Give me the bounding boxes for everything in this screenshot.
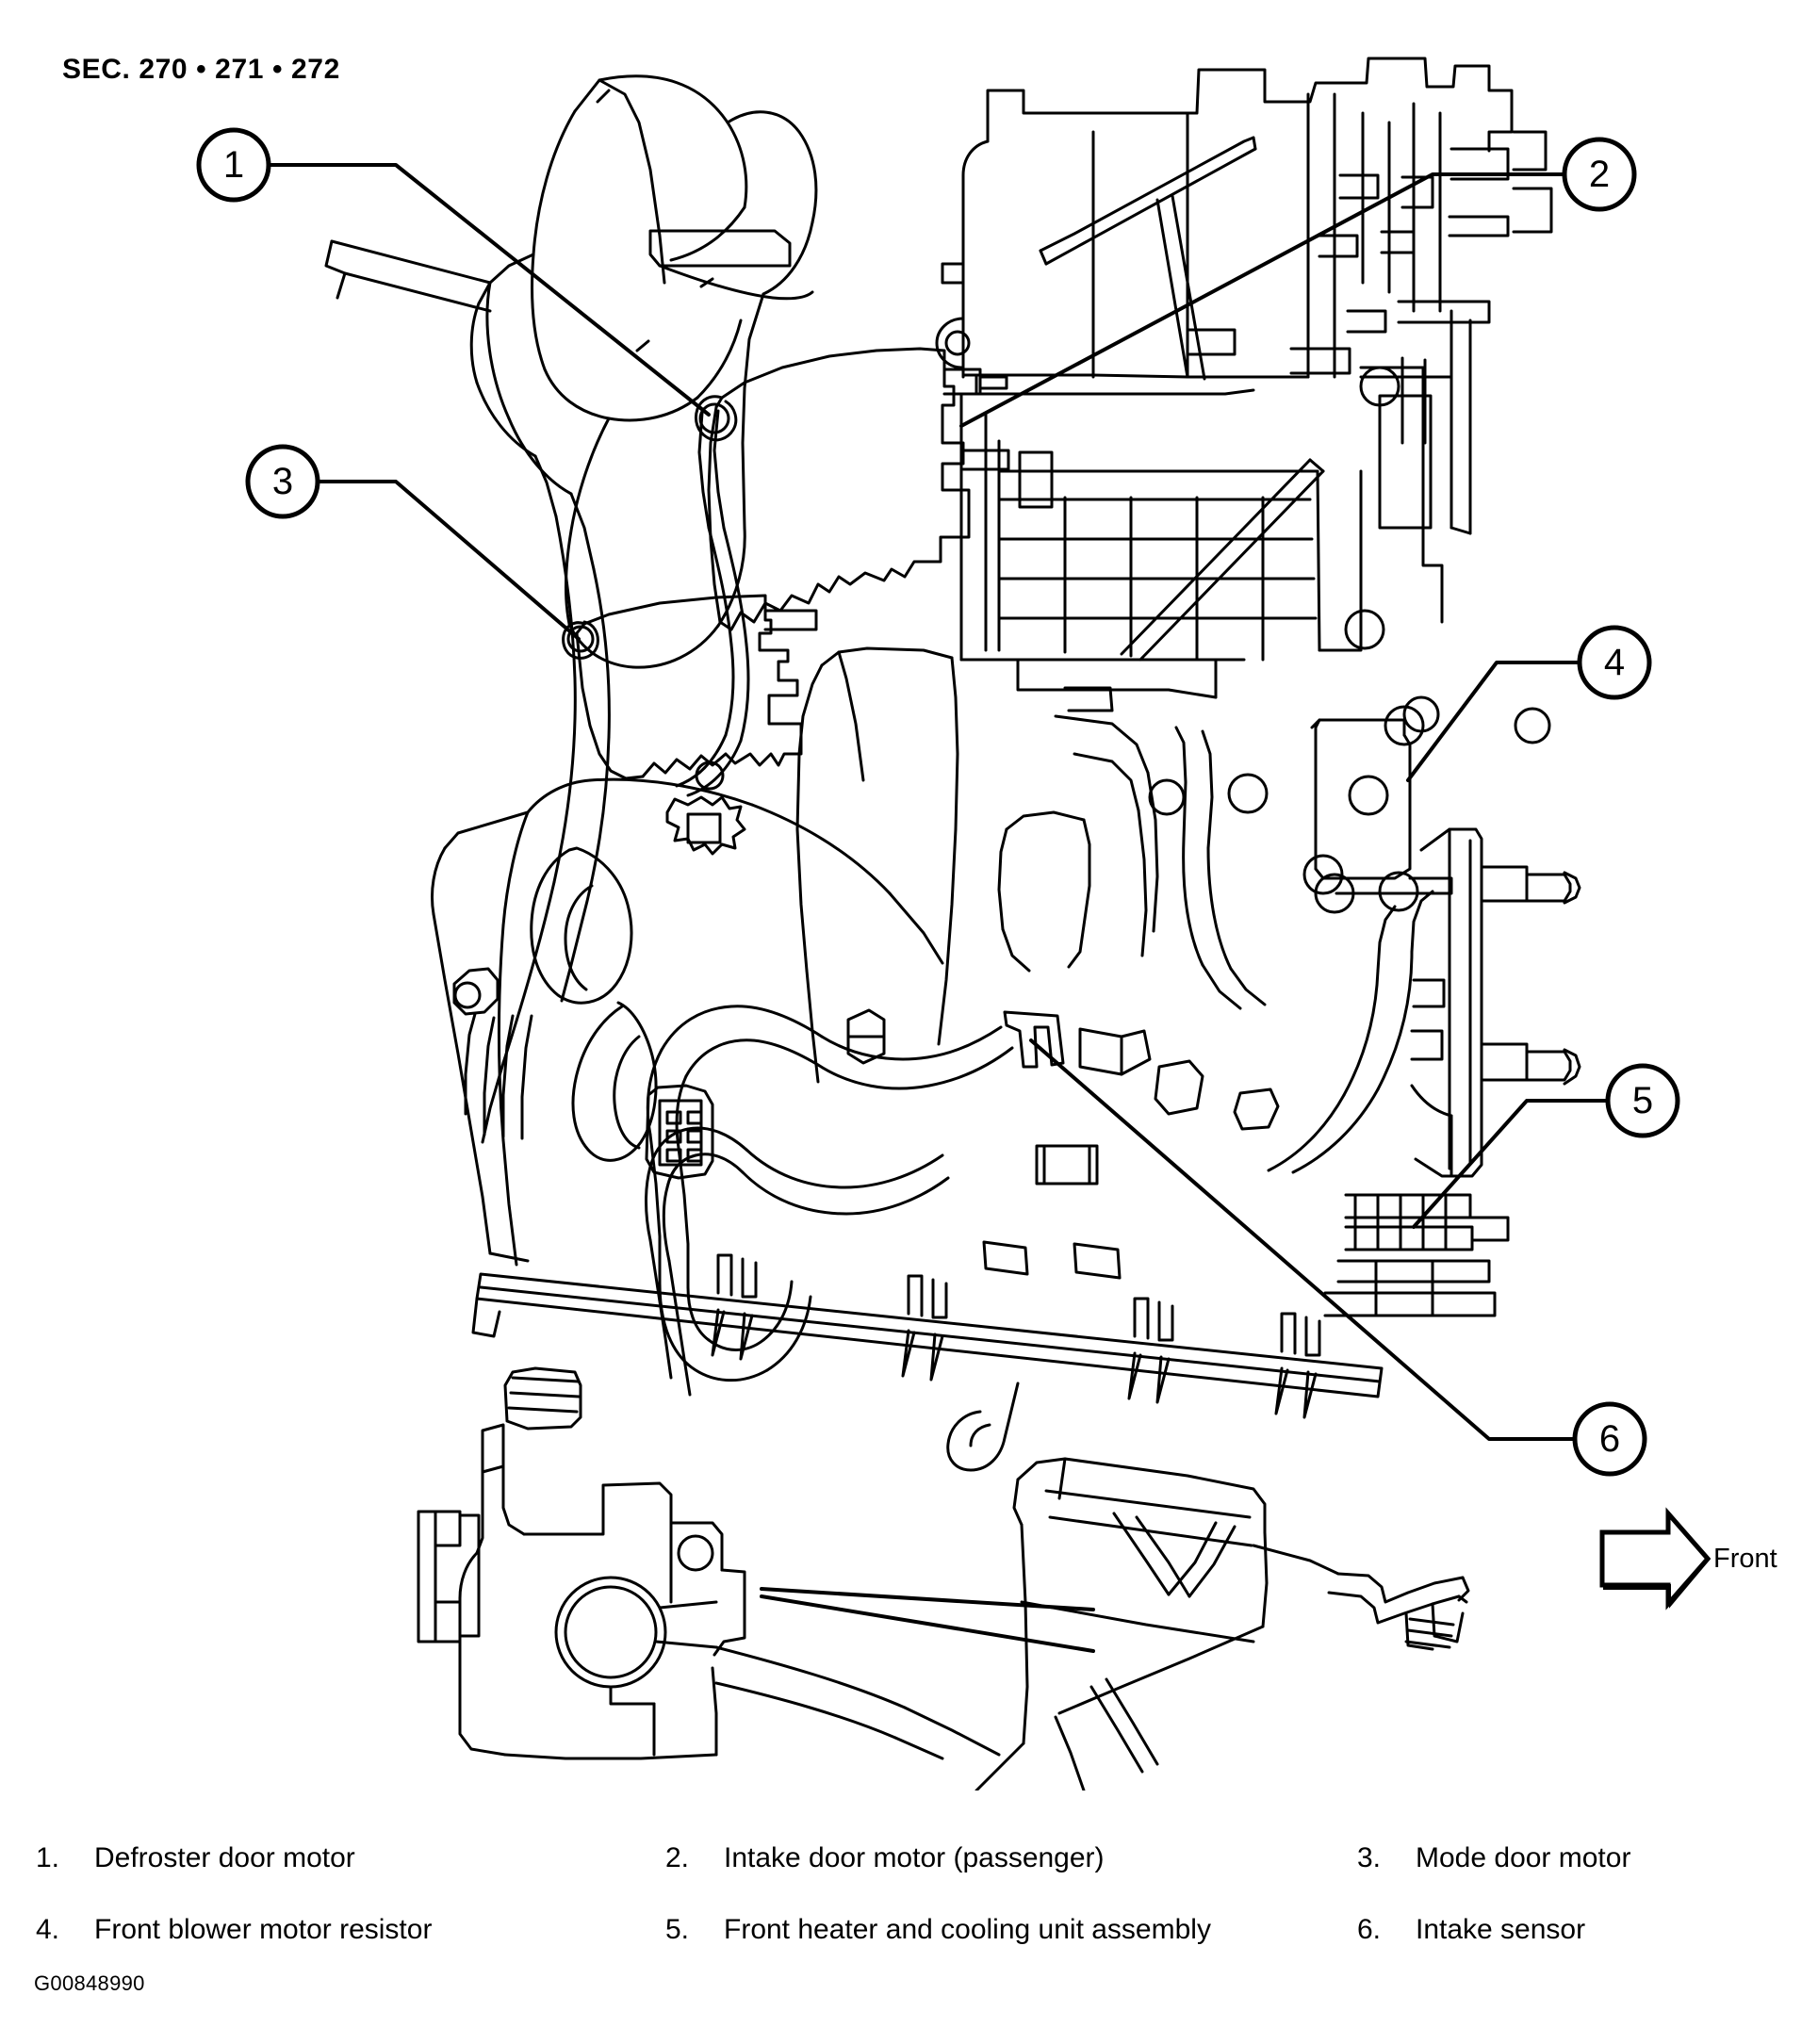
heater-core-pipes-group [1267, 827, 1581, 1178]
legend-item-1-number: 1. [36, 1842, 60, 1873]
legend-item-3-label: Mode door motor [1416, 1842, 1631, 1873]
legend-item-6: 6. Intake sensor [1357, 1914, 1585, 1946]
leader-line-6 [1029, 1038, 1577, 1441]
legend-item-1-label: Defroster door motor [94, 1842, 355, 1873]
leader-line-4 [1406, 661, 1581, 782]
leader-line-1 [267, 163, 711, 417]
callout-5[interactable]: 5 [1605, 1063, 1680, 1138]
heater-cooling-unit-edge [1323, 1193, 1510, 1317]
callout-3[interactable]: 3 [245, 444, 320, 519]
callout-1[interactable]: 1 [196, 127, 271, 203]
legend-item-1: 1. Defroster door motor [36, 1842, 355, 1874]
rail-clip [1127, 1297, 1174, 1404]
legend-item-6-number: 6. [1357, 1914, 1382, 1945]
image-reference-code: G00848990 [34, 1971, 145, 1995]
legend-row: 1. Defroster door motor 2. Intake door m… [0, 1842, 1818, 1914]
lower-right-frame-group [975, 1457, 1470, 1791]
callout-3-number: 3 [272, 461, 293, 502]
assembly-illustration-svg: 1 2 3 4 5 [196, 57, 1712, 1791]
callout-4-number: 4 [1604, 642, 1625, 683]
bottom-seal-rail-group [471, 1253, 1384, 1472]
leader-lines-group [267, 163, 1610, 1653]
callout-2-number: 2 [1589, 154, 1610, 195]
callout-5-number: 5 [1632, 1080, 1653, 1121]
assembly-geometry [324, 57, 1581, 1791]
rail-clip [901, 1274, 948, 1382]
leader-line-2 [959, 172, 1566, 428]
legend-row: 4. Front blower motor resistor 5. Front … [0, 1914, 1818, 1986]
callout-2[interactable]: 2 [1562, 137, 1637, 212]
callout-4[interactable]: 4 [1577, 625, 1652, 700]
legend-item-3-number: 3. [1357, 1842, 1382, 1873]
technical-line-drawing: 1 2 3 4 5 [196, 57, 1712, 1791]
rail-clip [1274, 1312, 1321, 1419]
legend-item-2-number: 2. [665, 1842, 690, 1873]
legend-item-6-label: Intake sensor [1416, 1914, 1586, 1945]
rail-clip [711, 1253, 758, 1361]
leader-line-5 [1412, 1099, 1610, 1229]
front-direction-label: Front [1713, 1544, 1777, 1574]
leader-line-3 [316, 480, 581, 641]
upper-left-duct-group [324, 74, 818, 1144]
center-duct-group [795, 646, 1267, 1084]
blower-housing-group [935, 57, 1553, 445]
legend-item-5-number: 5. [665, 1914, 690, 1945]
coolant-hose-group [645, 1005, 1152, 1397]
legend-item-2-label: Intake door motor (passenger) [724, 1842, 1105, 1873]
section-header: SEC. 270 • 271 • 272 [62, 54, 340, 85]
legend-item-5-label: Front heater and cooling unit assembly [724, 1914, 1211, 1945]
lower-left-housing-group [417, 1366, 1001, 1760]
legend-item-4-label: Front blower motor resistor [94, 1914, 433, 1945]
left-casing-group [431, 777, 944, 1267]
leader-line-lower-drain-a [760, 1587, 1095, 1611]
parts-legend: 1. Defroster door motor 2. Intake door m… [0, 1842, 1818, 1986]
misc-detail-group [846, 1008, 1280, 1280]
blower-motor-resistor-part [1302, 705, 1453, 895]
legend-item-5: 5. Front heater and cooling unit assembl… [665, 1914, 1211, 1946]
leader-line-lower-drain-b [760, 1594, 1095, 1653]
evaporator-grille-group [959, 394, 1363, 699]
legend-item-2: 2. Intake door motor (passenger) [665, 1842, 1105, 1874]
legend-item-3: 3. Mode door motor [1357, 1842, 1630, 1874]
legend-item-4-number: 4. [36, 1914, 60, 1945]
legend-item-4: 4. Front blower motor resistor [36, 1914, 432, 1946]
callout-6-number: 6 [1599, 1418, 1620, 1460]
callout-1-number: 1 [223, 144, 244, 186]
callout-6[interactable]: 6 [1572, 1401, 1647, 1477]
front-direction-arrow [1599, 1507, 1712, 1611]
callout-bubbles-group: 1 2 3 4 5 [196, 127, 1680, 1477]
